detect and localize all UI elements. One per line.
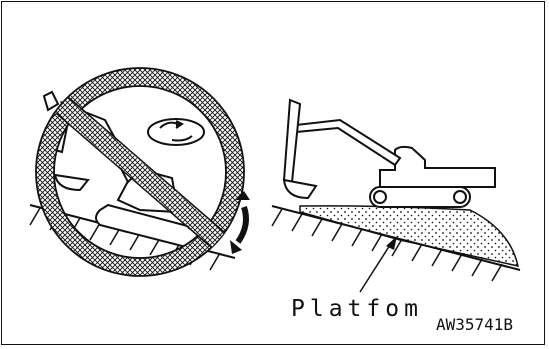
- boom-level: [296, 120, 400, 165]
- platform-leader-line: [360, 245, 390, 292]
- figure-code: AW35741B: [436, 315, 513, 334]
- boom-tip-slope: [44, 92, 58, 110]
- platform-label: Platfom: [291, 296, 423, 322]
- swing-rotation-icon: [148, 119, 204, 145]
- cab-level: [380, 147, 495, 187]
- arm-level: [284, 100, 300, 182]
- left-scene: [30, 68, 250, 276]
- right-scene: [272, 100, 520, 292]
- no-symbol-icon: [36, 68, 244, 276]
- bucket-slope: [55, 175, 88, 190]
- excavator-level: [284, 100, 495, 207]
- bucket-level: [284, 180, 316, 198]
- platform-mound: [300, 206, 518, 266]
